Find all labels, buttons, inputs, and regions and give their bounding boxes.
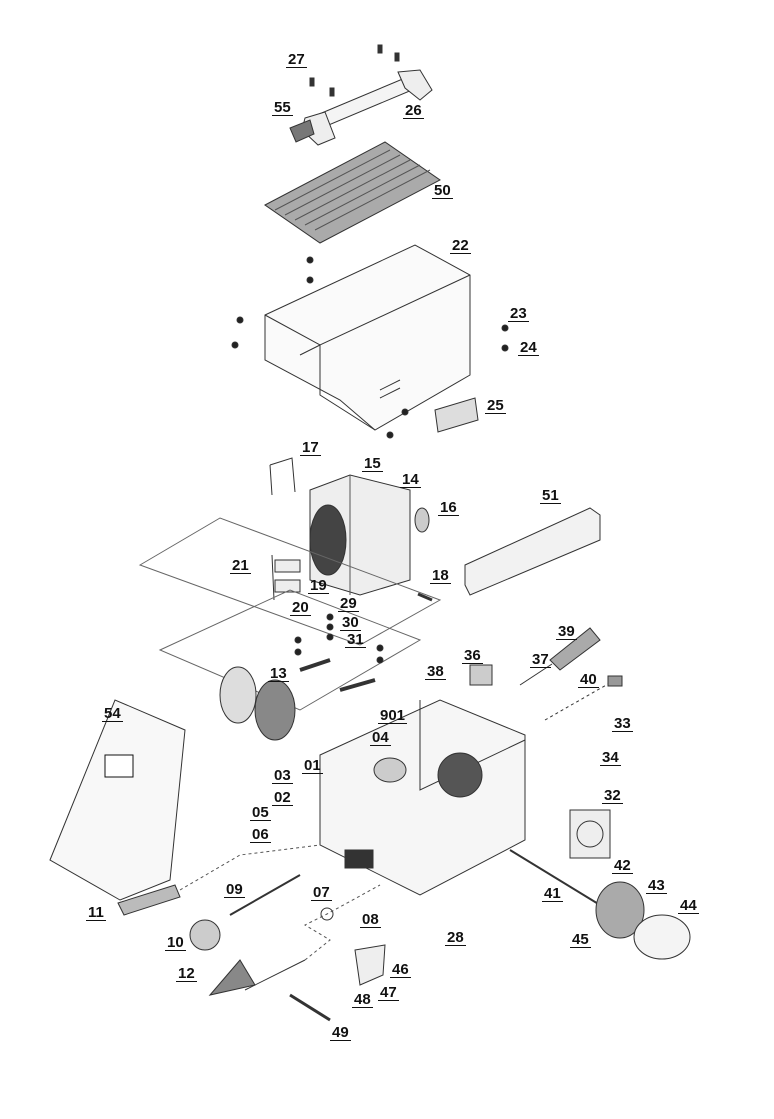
label-part-07: 07 — [311, 884, 332, 901]
part-11-electrode-holder — [117, 884, 181, 916]
label-part-03: 03 — [272, 767, 293, 784]
label-part-47: 47 — [378, 984, 399, 1001]
label-part-17: 17 — [300, 439, 321, 456]
part-46-foot-bracket — [354, 944, 386, 986]
label-part-28: 28 — [445, 929, 466, 946]
part-25-vent-grille — [434, 397, 479, 433]
label-part-30: 30 — [340, 614, 361, 631]
label-part-10: 10 — [165, 934, 186, 951]
label-part-08: 08 — [360, 911, 381, 928]
label-part-12: 12 — [176, 965, 197, 982]
part-14-transformer — [309, 474, 411, 596]
parts-19-20-21-plates — [271, 554, 301, 601]
label-part-901: 901 — [378, 707, 408, 724]
label-part-20: 20 — [290, 599, 311, 616]
label-part-23: 23 — [508, 305, 529, 322]
part-51-side-rail — [464, 507, 601, 596]
label-part-04: 04 — [370, 729, 391, 746]
label-part-02: 02 — [272, 789, 293, 806]
label-part-18: 18 — [430, 567, 451, 584]
label-part-32: 32 — [602, 787, 623, 804]
part-27-screws — [309, 44, 400, 97]
label-part-40: 40 — [578, 671, 599, 688]
part-36-switch — [469, 664, 493, 686]
part-01-housing-base — [319, 699, 526, 896]
part-12-earth-clamp — [208, 959, 306, 996]
label-part-26: 26 — [403, 102, 424, 119]
part-16-thermal-switch — [414, 507, 430, 533]
label-part-51: 51 — [540, 487, 561, 504]
label-part-14: 14 — [400, 471, 421, 488]
label-part-33: 33 — [612, 715, 633, 732]
label-part-36: 36 — [462, 647, 483, 664]
part-07-socket — [320, 907, 334, 921]
part-32-fan — [569, 809, 611, 859]
label-part-54: 54 — [102, 705, 123, 722]
label-part-42: 42 — [612, 857, 633, 874]
part-09-spindle — [229, 874, 301, 916]
part-41-axle — [509, 849, 601, 906]
part-49-brush — [289, 993, 331, 1022]
label-part-15: 15 — [362, 455, 383, 472]
part-50-top-plate — [264, 141, 441, 244]
label-part-46: 46 — [390, 961, 411, 978]
part-43-wheel — [595, 881, 645, 939]
part-40-cable-clamp — [544, 675, 623, 721]
label-part-48: 48 — [352, 991, 373, 1008]
part-26-handle — [301, 69, 433, 146]
label-part-06: 06 — [250, 826, 271, 843]
part-54-welding-shield — [49, 699, 186, 901]
label-part-01: 01 — [302, 757, 323, 774]
label-part-50: 50 — [432, 182, 453, 199]
label-part-11: 11 — [86, 904, 106, 921]
part-13-mounting-bar — [299, 658, 376, 692]
part-22-housing-cover — [264, 244, 471, 431]
part-18-clamp — [417, 592, 433, 602]
part-10-knob — [189, 919, 221, 951]
label-part-21: 21 — [230, 557, 251, 574]
label-part-27: 27 — [286, 51, 307, 68]
part-04-fan-motor — [373, 757, 407, 783]
screws-cover — [231, 256, 509, 439]
label-part-45: 45 — [570, 931, 591, 948]
label-part-19: 19 — [308, 577, 329, 594]
label-part-31: 31 — [345, 631, 366, 648]
label-part-25: 25 — [485, 397, 506, 414]
label-part-09: 09 — [224, 881, 245, 898]
label-part-43: 43 — [646, 877, 667, 894]
dashed-leaders — [179, 844, 381, 961]
label-part-24: 24 — [518, 339, 539, 356]
part-44-hubcap — [633, 914, 691, 960]
label-part-13: 13 — [268, 665, 289, 682]
label-part-39: 39 — [556, 623, 577, 640]
label-part-16: 16 — [438, 499, 459, 516]
part-55-grip — [289, 119, 315, 143]
label-part-37: 37 — [530, 651, 551, 668]
washers-29-30-31 — [294, 613, 384, 664]
label-part-55: 55 — [272, 99, 293, 116]
wheel-pair-upper — [219, 666, 296, 741]
label-part-44: 44 — [678, 897, 699, 914]
label-part-22: 22 — [450, 237, 471, 254]
label-part-41: 41 — [542, 885, 563, 902]
part-17-bracket — [269, 457, 296, 496]
label-part-29: 29 — [338, 595, 359, 612]
label-part-49: 49 — [330, 1024, 351, 1041]
label-part-38: 38 — [425, 663, 446, 680]
label-part-34: 34 — [600, 749, 621, 766]
label-part-05: 05 — [250, 804, 271, 821]
